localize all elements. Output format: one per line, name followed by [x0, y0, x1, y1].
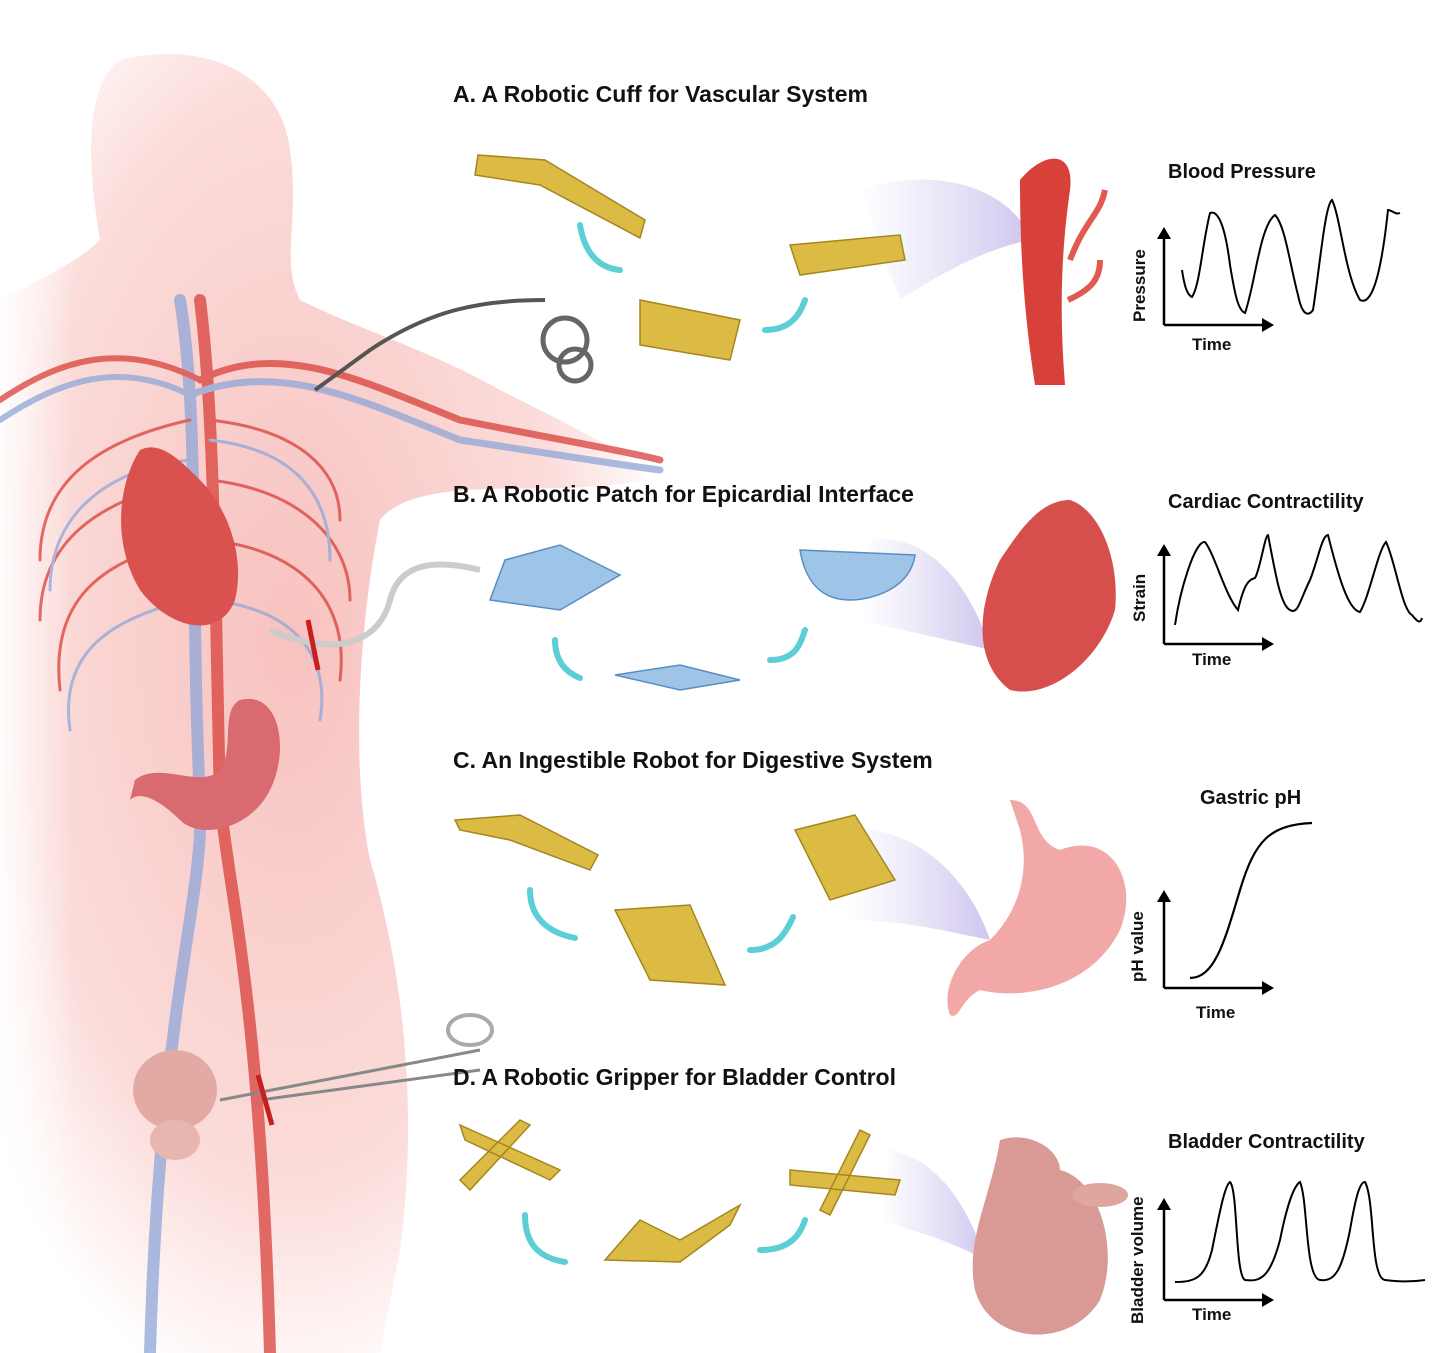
catheter-tool — [268, 561, 481, 648]
section-title-c: C. An Ingestible Robot for Digestive Sys… — [453, 747, 933, 773]
x-axis-label: Time — [1196, 1003, 1236, 1022]
section-title-a: A. A Robotic Cuff for Vascular System — [453, 81, 868, 107]
plot-title-cardiac-contractility: Cardiac Contractility — [1168, 491, 1364, 513]
x-axis-label: Time — [1192, 650, 1232, 669]
bladder-organ — [972, 1137, 1108, 1335]
stomach-organ — [947, 800, 1127, 1016]
plot-title-blood-pressure: Blood Pressure — [1168, 161, 1316, 183]
artery — [1020, 158, 1071, 385]
purple-glow-beams — [850, 179, 1030, 1260]
y-axis-label: Strain — [1130, 573, 1149, 622]
blood-pressure-plot — [1157, 198, 1401, 332]
heart — [121, 447, 239, 626]
bladder-contractility-plot — [1157, 1180, 1426, 1307]
organ-targets — [947, 158, 1128, 1335]
plot-title-bladder-contractility: Bladder Contractility — [1168, 1131, 1365, 1153]
cardiac-contractility-plot — [1157, 533, 1423, 651]
section-title-d: D. A Robotic Gripper for Bladder Control — [453, 1064, 896, 1090]
forceps-tool — [313, 298, 546, 392]
y-axis-label: pH value — [1128, 911, 1147, 982]
gastric-ph-plot — [1157, 821, 1313, 995]
y-axis-label: Bladder volume — [1128, 1196, 1147, 1324]
stomach — [130, 698, 280, 830]
plot-title-gastric-ph: Gastric pH — [1200, 787, 1302, 809]
cyan-arrows — [522, 222, 808, 1265]
y-axis-label: Pressure — [1130, 249, 1149, 322]
section-title-b: B. A Robotic Patch for Epicardial Interf… — [453, 481, 914, 507]
heart-organ — [982, 500, 1116, 692]
gold-devices — [453, 154, 1056, 1263]
x-axis-label: Time — [1192, 335, 1232, 354]
bladder — [133, 1050, 217, 1130]
x-axis-label: Time — [1192, 1305, 1232, 1324]
